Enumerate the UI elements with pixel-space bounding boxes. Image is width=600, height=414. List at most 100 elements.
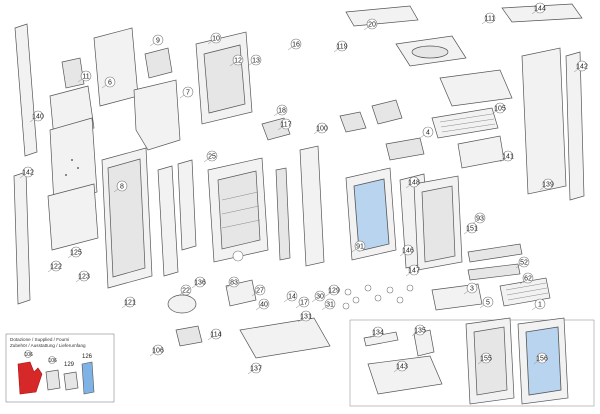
- part-number-label: 40: [260, 301, 268, 308]
- part-number-label: 1: [538, 301, 542, 308]
- firebox-body: [207, 157, 269, 263]
- flue-pipe-small: [339, 111, 367, 133]
- part-callout-147: 147: [405, 264, 420, 277]
- part-callout-140: 140: [29, 110, 44, 123]
- side-rail-mid: [177, 159, 197, 251]
- part-number-label: 14: [288, 293, 296, 300]
- bracket-114: [175, 325, 203, 347]
- rear-panel-lower: [47, 183, 99, 251]
- part-number-label: 142: [22, 169, 34, 176]
- door-panel-141: [457, 135, 505, 169]
- part-number-label: 18: [278, 107, 286, 114]
- part-callout-137: 137: [247, 362, 262, 375]
- part-number-label: 144: [534, 5, 546, 12]
- part-callout-121: 121: [121, 296, 136, 309]
- part-number-label: 11: [82, 73, 89, 80]
- brush-accessory: [63, 371, 79, 391]
- part-callout-20: 20: [363, 18, 378, 31]
- part-callout-7: 7: [179, 86, 194, 99]
- part-callout-8: 8: [113, 180, 128, 193]
- part-number-label: 27: [256, 287, 264, 294]
- part-number-label: 139: [542, 181, 554, 188]
- part-number-label: 143: [396, 363, 408, 370]
- part-number-label: 129: [328, 287, 340, 294]
- part-number-label: 131: [300, 313, 312, 320]
- part-callout-40: 40: [255, 298, 270, 311]
- side-rail-left: [157, 165, 179, 277]
- part-number-label: 140: [32, 113, 44, 120]
- part-number-label: 137: [250, 365, 262, 372]
- door-variants-box: [349, 317, 595, 407]
- part-number-label: 142: [576, 63, 588, 70]
- part-number-label: 151: [466, 225, 478, 232]
- front-door: [413, 175, 463, 271]
- part-callout-31: 31: [321, 298, 336, 311]
- base-plate: [239, 317, 331, 359]
- part-number-label: 122: [50, 263, 62, 270]
- part-callout-1: 1: [531, 298, 546, 311]
- part-callout-117: 117: [277, 118, 292, 131]
- part-number-label: 30: [316, 293, 324, 300]
- accessories-box-title-line2: Zubehör / Ausstattung / Lieferumfang: [10, 343, 86, 348]
- part-callout-3: 3: [463, 282, 478, 295]
- part-number-label: 10: [212, 35, 220, 42]
- bracket-11: [61, 57, 85, 89]
- part-callout-146: 146: [399, 244, 414, 257]
- top-plate-ring: [395, 35, 467, 67]
- part-callout-30: 30: [311, 290, 326, 303]
- part-callout-119: 119: [333, 40, 348, 53]
- part-number-label: 25: [208, 153, 216, 160]
- support-bar: [275, 167, 291, 261]
- part-callout-17: 17: [295, 296, 310, 309]
- part-callout-4: 4: [419, 126, 434, 139]
- part-callout-83: 83: [225, 276, 240, 289]
- hood-piece-upper: [93, 27, 139, 107]
- part-callout-134: 134: [369, 326, 384, 339]
- part-number-label: 155: [480, 355, 492, 362]
- part-number-label: 7: [186, 89, 190, 96]
- part-number-label: 22: [182, 287, 190, 294]
- part-number-label: 100: [316, 125, 328, 132]
- part-number-label: 13: [252, 57, 260, 64]
- part-number-label: 9: [156, 37, 160, 44]
- flue-pipe-105: [371, 99, 403, 125]
- part-callout-125: 125: [67, 246, 82, 259]
- part-number-label: 117: [280, 121, 291, 128]
- motor-assembly-115: [167, 294, 197, 314]
- part-number-label: 148: [408, 179, 420, 186]
- accessory-item-label: 106: [25, 352, 34, 358]
- part-callout-142: 142: [573, 60, 588, 73]
- part-number-label: 8: [120, 183, 124, 190]
- glove-accessory: [17, 361, 43, 395]
- part-callout-129: 129: [325, 284, 340, 297]
- accessory-item-label: 106: [49, 358, 58, 364]
- part-callout-100: 100: [313, 122, 328, 135]
- part-callout-131: 131: [297, 310, 312, 323]
- lower-trim-52: [467, 243, 523, 263]
- right-side-panel-142: [565, 51, 585, 201]
- accessory-item-label: 126: [82, 354, 93, 360]
- part-number-label: 12: [234, 57, 242, 64]
- part-number-label: 16: [292, 41, 300, 48]
- part-callout-27: 27: [251, 284, 266, 297]
- part-number-label: 17: [300, 299, 308, 306]
- part-callout-106: 106: [149, 344, 164, 357]
- rear-frame-assembly: [195, 31, 253, 125]
- part-callout-13: 13: [247, 54, 262, 67]
- part-number-label: 105: [494, 105, 506, 112]
- part-number-label: 4: [426, 129, 430, 136]
- part-number-label: 146: [402, 247, 414, 254]
- part-callout-10: 10: [207, 32, 222, 45]
- rear-panel-middle: [49, 117, 98, 205]
- part-number-label: 123: [78, 273, 90, 280]
- part-callout-142: 142: [19, 166, 34, 179]
- part-callout-18: 18: [273, 104, 288, 117]
- part-number-label: 91: [356, 243, 364, 250]
- part-callout-105: 105: [491, 102, 506, 115]
- accessories-box-title-line1: Dotazione / Supplied / Fourni: [10, 337, 69, 342]
- part-number-label: 125: [70, 249, 82, 256]
- part-callout-136: 136: [191, 276, 206, 289]
- part-callout-16: 16: [287, 38, 302, 51]
- part-number-label: 114: [210, 331, 221, 338]
